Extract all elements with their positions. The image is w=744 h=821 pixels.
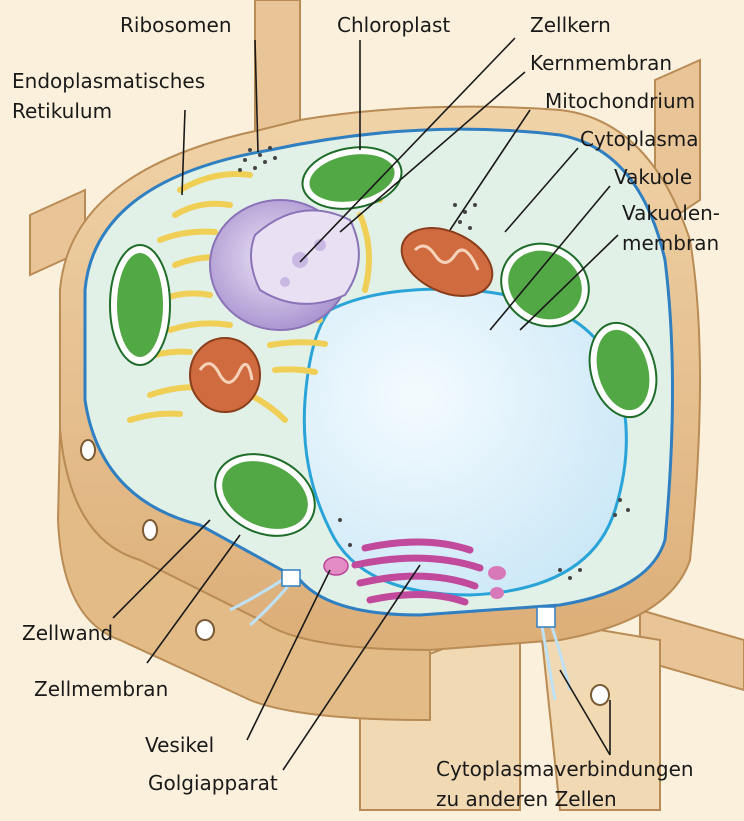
label-vakuolenmembran-line1: Vakuolen- [622, 201, 720, 225]
label-ribosomen: Ribosomen [120, 13, 232, 37]
vesicle [324, 557, 348, 575]
label-zellkern: Zellkern [530, 13, 611, 37]
chloroplast-2 [110, 245, 170, 365]
label-vesikel: Vesikel [145, 733, 214, 757]
label-chloroplast: Chloroplast [337, 13, 450, 37]
label-cytoplasmaverbindungen-line2: zu anderen Zellen [436, 787, 617, 811]
label-vakuole: Vakuole [614, 165, 692, 189]
label-cytoplasma: Cytoplasma [580, 127, 699, 151]
label-cytoplasmaverbindungen-line1: Cytoplasmaverbindungen [436, 757, 694, 781]
label-vakuolenmembran-line2: membran [622, 231, 719, 255]
label-er-line2: Retikulum [12, 99, 112, 123]
mitochondrion-2 [190, 338, 260, 412]
label-mitochondrium: Mitochondrium [545, 89, 695, 113]
label-zellwand: Zellwand [22, 621, 113, 645]
label-golgiapparat: Golgiapparat [148, 771, 278, 795]
label-er-line1: Endoplasmatisches [12, 69, 205, 93]
label-kernmembran: Kernmembran [530, 51, 672, 75]
label-zellmembran: Zellmembran [34, 677, 168, 701]
